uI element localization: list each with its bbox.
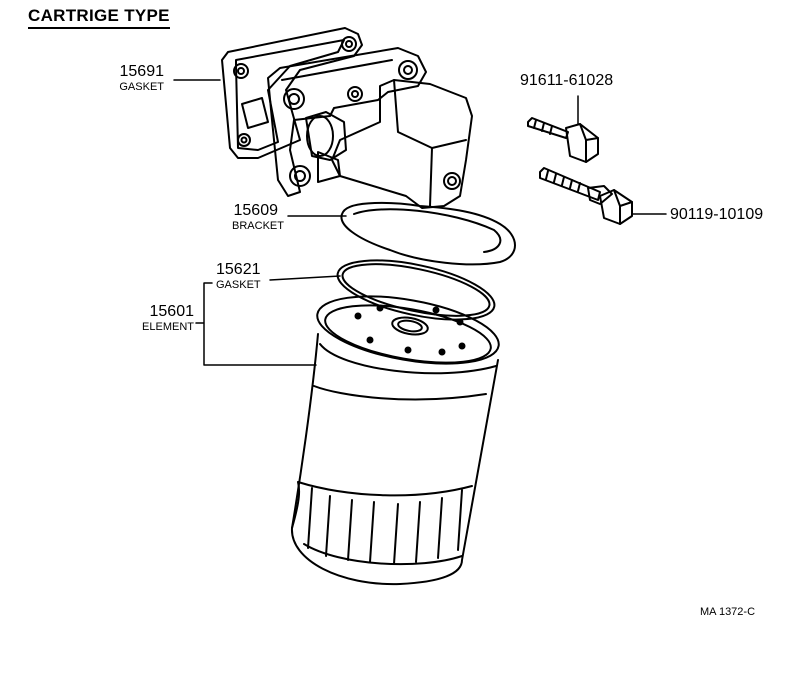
part-name-gasket-15621: GASKET <box>216 279 261 291</box>
part-name-gasket-15691: GASKET <box>119 81 164 93</box>
part-number-15691: 15691 <box>119 63 165 80</box>
bracket-15609-part <box>268 48 515 264</box>
bolt-91611-61028-part <box>528 118 598 162</box>
gasket-15691-part <box>222 28 362 158</box>
gasket-15621-part <box>333 249 500 331</box>
callout-leaders <box>174 80 666 365</box>
element-15601-part <box>292 284 504 584</box>
drawing-reference-code: MA 1372-C <box>700 606 756 618</box>
bolt-90119-10109-part <box>540 168 632 224</box>
part-number-15621: 15621 <box>216 261 261 278</box>
part-name-bracket: BRACKET <box>232 220 284 232</box>
leader-15621 <box>270 276 340 280</box>
part-name-element: ELEMENT <box>142 321 194 333</box>
part-number-91611-61028: 91611-61028 <box>520 72 614 89</box>
part-number-15601: 15601 <box>149 303 195 320</box>
leader-15601 <box>196 283 316 365</box>
part-number-90119-10109: 90119-10109 <box>670 206 764 223</box>
part-number-15609: 15609 <box>233 202 279 219</box>
diagram-title: CARTRIGE TYPE <box>28 6 170 29</box>
